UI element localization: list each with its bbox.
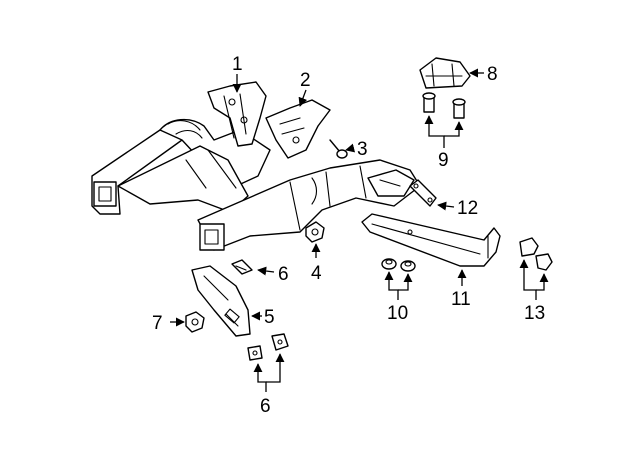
callout-6-lower: 6 — [260, 396, 271, 417]
part-11-transmission-crossmember — [361, 213, 501, 267]
part-6-clips-lower — [247, 333, 289, 361]
part-13-bushings — [519, 237, 553, 271]
callout-9: 9 — [438, 150, 449, 171]
callout-12: 12 — [457, 198, 478, 219]
frame-crossmember-assembly — [91, 119, 421, 251]
callout-3: 3 — [357, 139, 368, 160]
callout-labels: 1 2 3 4 5 6 6 7 8 9 10 11 12 13 — [152, 54, 545, 417]
callout-1: 1 — [232, 54, 243, 75]
leader-lines — [170, 68, 549, 392]
part-2-mount-bracket — [265, 99, 331, 159]
part-1-mount-bracket — [207, 81, 267, 147]
part-12-bracket — [409, 179, 437, 207]
part-7-nut — [185, 311, 205, 333]
callout-13: 13 — [524, 303, 545, 324]
callout-7: 7 — [152, 313, 163, 334]
callout-5: 5 — [264, 307, 275, 328]
part-6-stud-upper — [231, 259, 253, 275]
part-10-bushings — [381, 258, 416, 272]
part-9-bolts — [422, 92, 466, 119]
callout-2: 2 — [300, 70, 311, 91]
callout-6-upper: 6 — [278, 264, 289, 285]
callout-10: 10 — [387, 303, 408, 324]
callout-4: 4 — [311, 263, 322, 284]
part-5-lower-bracket — [191, 265, 251, 337]
callout-8: 8 — [487, 64, 498, 85]
callout-11: 11 — [451, 289, 471, 310]
part-8-transmission-mount — [419, 57, 471, 89]
part-4-nut — [305, 221, 325, 243]
part-3-bolt — [329, 139, 348, 159]
